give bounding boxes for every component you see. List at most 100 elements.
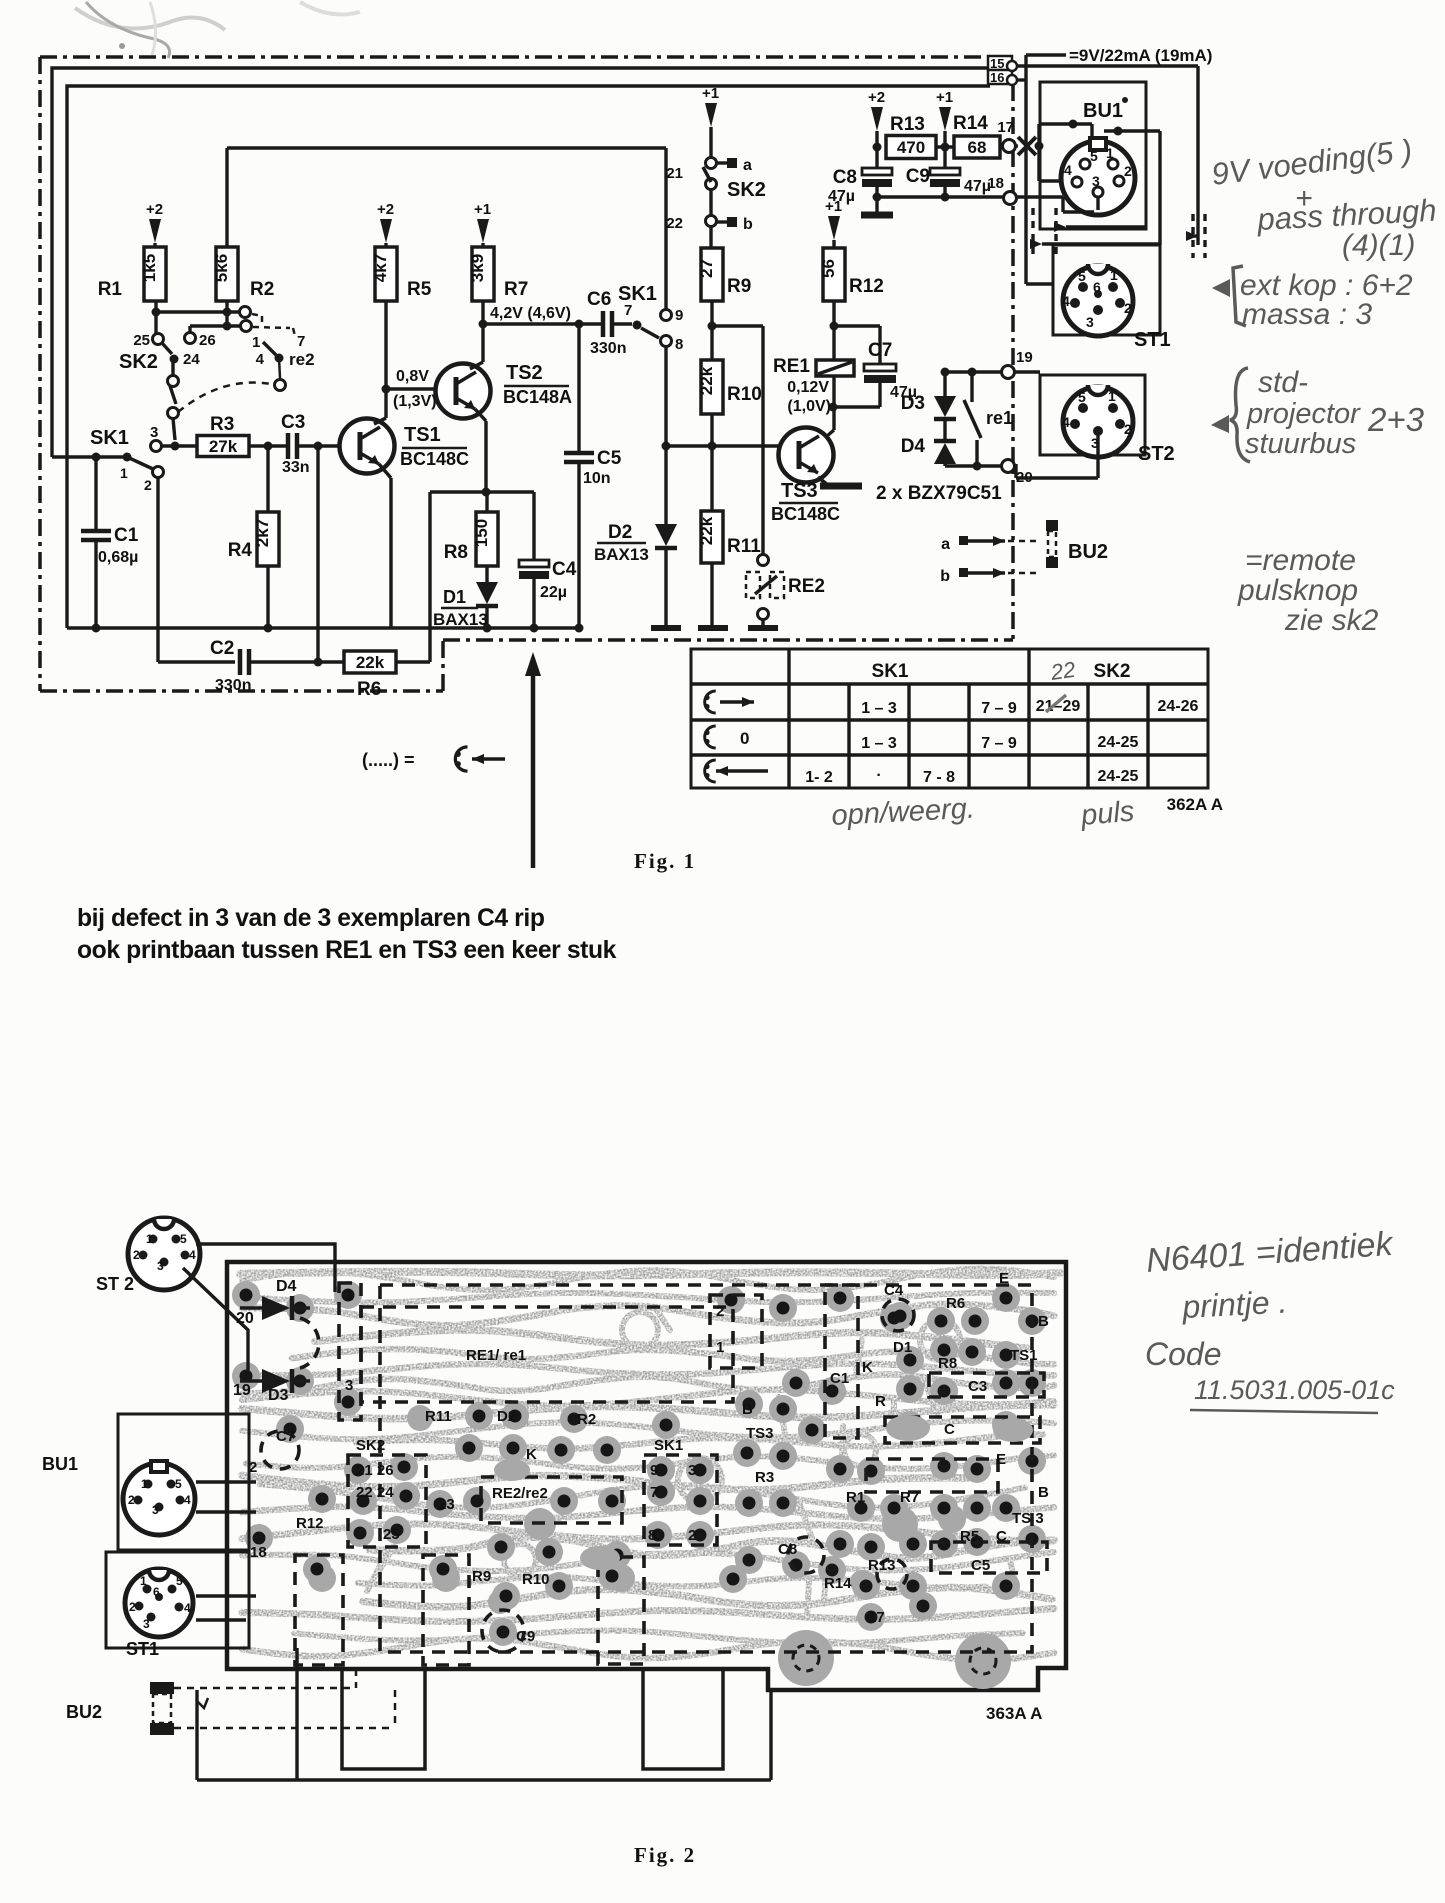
- svg-text:4: 4: [1062, 293, 1070, 309]
- svg-text:22: 22: [1048, 657, 1077, 685]
- svg-text:2: 2: [249, 1459, 257, 1476]
- svg-text:C6: C6: [587, 289, 611, 310]
- svg-text:R10: R10: [522, 1571, 550, 1588]
- svg-text:1: 1: [141, 1477, 148, 1491]
- svg-text:R5: R5: [407, 279, 432, 300]
- svg-text:4,2V (4,6V): 4,2V (4,6V): [490, 305, 571, 322]
- svg-text:1: 1: [345, 1287, 353, 1304]
- svg-text:18: 18: [250, 1544, 267, 1561]
- svg-text:R13: R13: [890, 114, 925, 135]
- svg-text:33n: 33n: [282, 459, 310, 476]
- svg-text:470: 470: [897, 138, 925, 157]
- svg-text:0,8V: 0,8V: [396, 368, 429, 385]
- svg-text:C9: C9: [516, 1628, 535, 1645]
- svg-text:26: 26: [199, 332, 216, 349]
- svg-text:R4: R4: [228, 540, 253, 561]
- svg-text:21: 21: [666, 165, 683, 182]
- svg-text:R7: R7: [900, 1489, 919, 1506]
- svg-text:+1: +1: [474, 201, 491, 218]
- svg-text:R11: R11: [425, 1408, 452, 1425]
- svg-text:3: 3: [152, 1503, 159, 1517]
- svg-text:+1: +1: [825, 198, 842, 215]
- svg-text:BU1: BU1: [1083, 100, 1123, 122]
- svg-text:R13: R13: [868, 1557, 896, 1574]
- svg-text:pulsknop: pulsknop: [1237, 574, 1358, 607]
- svg-text:R: R: [875, 1393, 886, 1410]
- svg-text:D3: D3: [268, 1387, 289, 1404]
- svg-text:C4: C4: [552, 559, 577, 580]
- svg-text:R6: R6: [357, 679, 381, 700]
- svg-text:47µ: 47µ: [964, 178, 991, 195]
- svg-text:ST1: ST1: [126, 1639, 159, 1659]
- svg-text:R10: R10: [727, 384, 762, 405]
- svg-text:6: 6: [1093, 279, 1101, 295]
- svg-text:R1: R1: [98, 279, 123, 300]
- svg-text:TS1: TS1: [404, 424, 441, 446]
- svg-text:363A A: 363A A: [986, 1704, 1042, 1723]
- svg-text:21 26: 21 26: [356, 1462, 394, 1479]
- svg-text:C9: C9: [906, 166, 930, 187]
- svg-text:3: 3: [1091, 435, 1099, 451]
- svg-text:2: 2: [133, 1248, 140, 1262]
- svg-text:0,68µ: 0,68µ: [98, 549, 138, 566]
- svg-text:C2: C2: [210, 638, 234, 659]
- svg-text:4: 4: [184, 1601, 191, 1615]
- svg-text:TS3: TS3: [746, 1425, 774, 1442]
- svg-text:RE2: RE2: [788, 576, 825, 597]
- svg-text:a: a: [941, 536, 950, 553]
- svg-text:ST2: ST2: [1138, 443, 1175, 465]
- svg-text:D1: D1: [893, 1339, 912, 1356]
- svg-text:5: 5: [1090, 148, 1098, 164]
- svg-text:1- 2: 1- 2: [805, 769, 833, 786]
- svg-text:D4: D4: [901, 436, 926, 457]
- svg-text:1: 1: [120, 465, 128, 481]
- svg-text:RE2/re2: RE2/re2: [492, 1485, 548, 1502]
- svg-text:19: 19: [1016, 349, 1033, 366]
- svg-text:R9: R9: [727, 276, 751, 297]
- svg-text:5: 5: [1078, 268, 1086, 284]
- svg-text:1: 1: [1106, 145, 1114, 161]
- svg-text:362A A: 362A A: [1167, 795, 1223, 814]
- svg-text:19: 19: [233, 1382, 251, 1399]
- svg-text:ook printbaan tussen RE1 en TS: ook printbaan tussen RE1 en TS3 een keer…: [77, 937, 617, 964]
- svg-text:22k: 22k: [356, 653, 385, 672]
- svg-text:TS3: TS3: [781, 480, 818, 502]
- svg-text:1: 1: [252, 334, 260, 351]
- svg-text:Fig. 2: Fig. 2: [634, 1843, 696, 1867]
- svg-text:17: 17: [997, 119, 1014, 136]
- svg-text:1: 1: [1110, 267, 1118, 283]
- svg-text:2: 2: [1124, 163, 1132, 179]
- svg-text:D2: D2: [608, 522, 632, 543]
- svg-text:+1: +1: [702, 85, 719, 102]
- svg-text:(1,3V): (1,3V): [393, 393, 437, 410]
- svg-text:3: 3: [157, 1259, 164, 1273]
- svg-text:2k7: 2k7: [253, 519, 272, 547]
- svg-text:(4)(1): (4)(1): [1342, 229, 1415, 262]
- svg-text:+2: +2: [868, 89, 885, 106]
- svg-text:4: 4: [184, 1493, 191, 1507]
- svg-text:BC148A: BC148A: [503, 387, 572, 407]
- svg-text:C: C: [944, 1421, 955, 1438]
- svg-text:R7: R7: [504, 279, 528, 300]
- svg-text:stuurbus: stuurbus: [1245, 428, 1356, 460]
- svg-text:22: 22: [666, 215, 683, 232]
- svg-text:16: 16: [990, 70, 1004, 85]
- svg-text:24-26: 24-26: [1158, 698, 1199, 715]
- svg-text:23: 23: [438, 1496, 455, 1513]
- svg-text:BAX13: BAX13: [433, 610, 488, 629]
- svg-text:5: 5: [175, 1477, 182, 1491]
- svg-text:TS 3: TS 3: [1012, 1510, 1044, 1527]
- svg-text:3: 3: [1086, 314, 1094, 330]
- svg-text:=9V/22mA (19mA): =9V/22mA (19mA): [1069, 46, 1212, 65]
- svg-text:4: 4: [1062, 414, 1070, 430]
- svg-text:0: 0: [740, 729, 749, 748]
- svg-text:Fig. 1: Fig. 1: [634, 849, 696, 873]
- svg-text:2: 2: [1124, 421, 1132, 437]
- svg-text:BU2: BU2: [1068, 541, 1108, 563]
- svg-text:D4: D4: [276, 1278, 297, 1295]
- svg-text:C3: C3: [281, 412, 305, 433]
- svg-text:2: 2: [716, 1303, 724, 1320]
- svg-text:24-25: 24-25: [1098, 768, 1139, 785]
- svg-text:b: b: [743, 216, 753, 233]
- svg-text:RE1/ re1: RE1/ re1: [466, 1347, 526, 1364]
